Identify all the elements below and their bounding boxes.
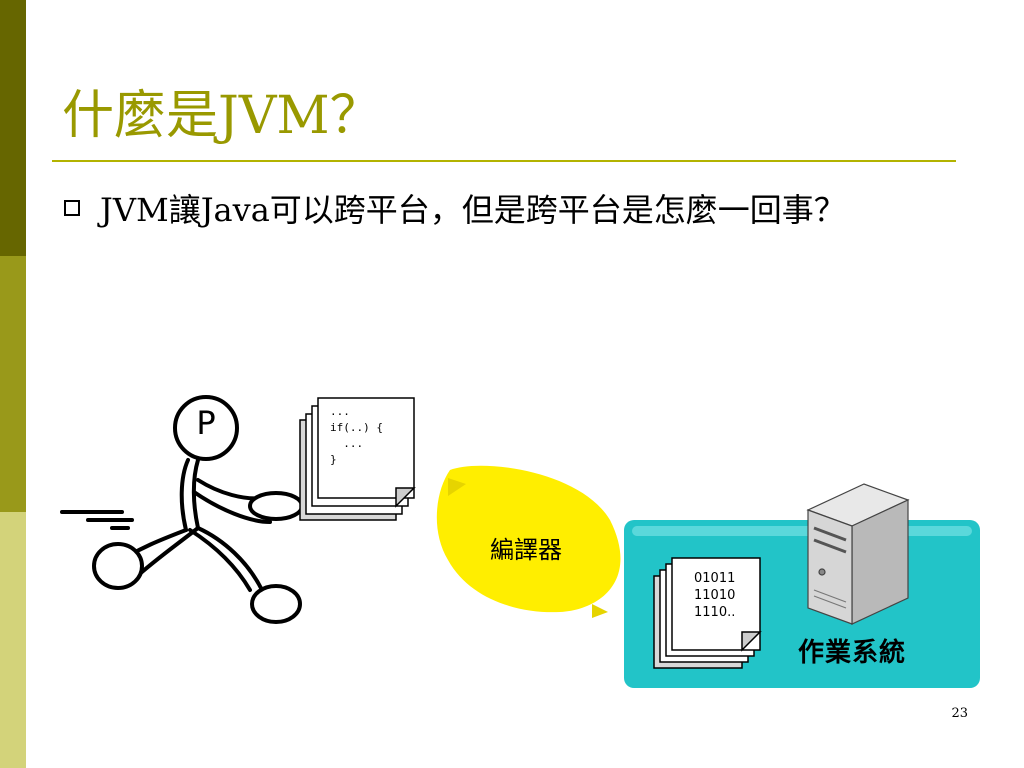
slide-title: 什麼是JVM？ (62, 86, 382, 146)
page-number: 23 (951, 706, 968, 721)
sidebar-stripe (0, 0, 26, 768)
os-label: 作業系統 (798, 638, 907, 668)
source-code-text: ... if(..) { ... } (330, 405, 383, 466)
sidebar-band-dark (0, 0, 26, 256)
programmer-badge: P (196, 404, 216, 442)
square-bullet-icon (64, 200, 80, 216)
compiler-shape (436, 465, 621, 618)
bullet-item: JVM讓Java可以跨平台，但是跨平台是怎麼一回事？ (62, 188, 942, 232)
compiler-label: 編譯器 (490, 536, 562, 564)
sidebar-band-light (0, 512, 26, 768)
title-underline (52, 160, 956, 162)
server-tower-icon (806, 483, 910, 625)
bullet-text: JVM讓Java可以跨平台，但是跨平台是怎麼一回事？ (100, 191, 846, 229)
source-file-stack-icon (299, 397, 416, 521)
running-stick-figure-icon (60, 395, 304, 624)
sidebar-band-mid (0, 256, 26, 512)
binary-code-text: 01011 11010 1110.. (694, 571, 736, 620)
binary-file-stack-icon (653, 557, 762, 669)
